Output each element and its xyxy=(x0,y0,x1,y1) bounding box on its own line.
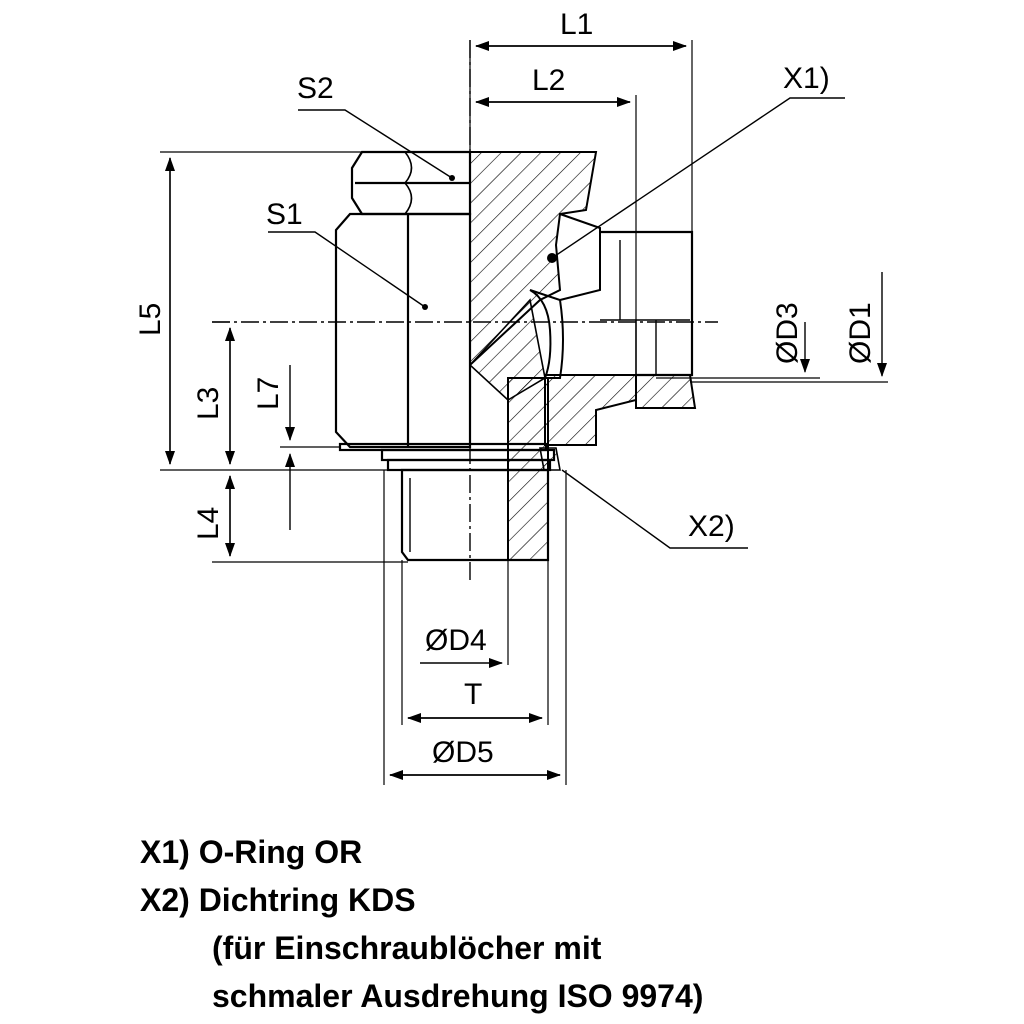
label-t: T xyxy=(464,678,482,711)
label-x2: X2) xyxy=(688,510,735,543)
legend-x1: X1) O-Ring OR xyxy=(140,834,363,870)
label-l7: L7 xyxy=(252,377,285,410)
extension-lines xyxy=(160,40,888,785)
label-d3: ØD3 xyxy=(771,302,804,364)
centre-lines xyxy=(212,40,718,580)
label-l3: L3 xyxy=(192,387,225,420)
legend-x2: X2) Dichtring KDS xyxy=(140,882,416,918)
fitting-body-section xyxy=(468,151,697,561)
leader-dots xyxy=(422,175,455,310)
label-s1: S1 xyxy=(266,198,303,231)
label-d1: ØD1 xyxy=(844,302,877,364)
label-l5: L5 xyxy=(134,303,167,336)
label-l4: L4 xyxy=(192,507,225,540)
label-l2: L2 xyxy=(532,64,565,97)
leader-lines xyxy=(268,97,845,549)
dimension-lines xyxy=(165,41,887,780)
label-d5: ØD5 xyxy=(432,736,494,769)
label-l1: L1 xyxy=(560,8,593,41)
legend-x2-note-line1: (für Einschraublöcher mit xyxy=(212,930,602,966)
label-d4: ØD4 xyxy=(425,624,487,657)
label-s2: S2 xyxy=(297,72,334,105)
legend: X1) O-Ring OR X2) Dichtring KDS (für Ein… xyxy=(140,828,703,1020)
label-x1: X1) xyxy=(783,62,830,95)
legend-x2-note-line2: schmaler Ausdrehung ISO 9974) xyxy=(212,978,704,1014)
